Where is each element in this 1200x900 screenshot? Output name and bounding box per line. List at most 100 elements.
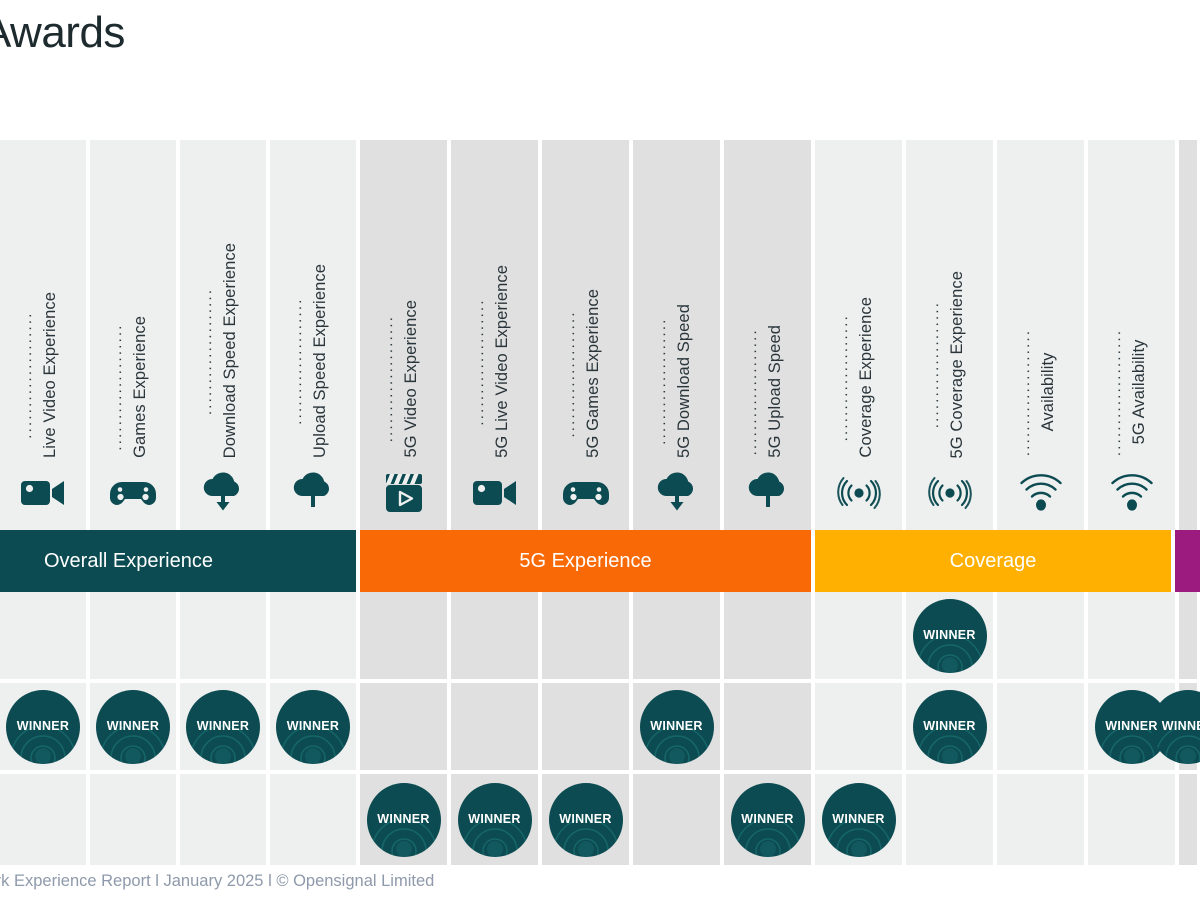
badge-rings-icon bbox=[1098, 724, 1165, 764]
column-header-5g-upload-speed[interactable]: 5G Upload Speed.................... bbox=[724, 140, 815, 530]
wifi-icon bbox=[1019, 474, 1062, 511]
award-cell[interactable] bbox=[724, 683, 815, 774]
winner-badge[interactable]: WINNER bbox=[548, 782, 623, 857]
winner-badge[interactable]: WINNER bbox=[912, 689, 987, 764]
winner-badge-label: WINNER bbox=[106, 719, 160, 734]
award-cell[interactable] bbox=[724, 592, 815, 683]
winner-badge[interactable]: WINNER bbox=[1151, 689, 1200, 764]
column-label-wrap: 5G Live Video Experience................… bbox=[451, 140, 538, 462]
award-cell[interactable] bbox=[997, 683, 1088, 774]
award-cell[interactable]: WINNER bbox=[542, 774, 633, 865]
award-cell[interactable] bbox=[0, 592, 90, 683]
winner-badge[interactable]: WINNER bbox=[912, 598, 987, 673]
column-header-live-video-experience[interactable]: Live Video Experience...................… bbox=[0, 140, 90, 530]
award-cell[interactable] bbox=[815, 592, 906, 683]
award-cell[interactable] bbox=[90, 774, 180, 865]
award-cell[interactable]: WINNER bbox=[180, 683, 270, 774]
award-cell[interactable] bbox=[906, 774, 997, 865]
badge-rings-icon bbox=[552, 817, 619, 857]
category-partial[interactable] bbox=[1175, 530, 1200, 592]
category-overall-experience[interactable]: Overall Experience bbox=[0, 530, 360, 592]
award-cell[interactable]: WINNER bbox=[0, 683, 90, 774]
winner-badge[interactable]: WINNER bbox=[457, 782, 532, 857]
award-cell[interactable] bbox=[270, 592, 360, 683]
video-camera-icon bbox=[472, 481, 516, 505]
column-header-5g-games-experience[interactable]: 5G Games Experience.................... bbox=[542, 140, 633, 530]
award-cell[interactable] bbox=[1179, 592, 1200, 683]
column-header-availability[interactable]: Availability.................... bbox=[997, 140, 1088, 530]
video-camera-icon bbox=[20, 462, 66, 524]
award-cell[interactable] bbox=[270, 774, 360, 865]
cloud-upload-icon bbox=[291, 462, 335, 524]
award-cell[interactable] bbox=[451, 683, 542, 774]
category-label: Overall Experience bbox=[44, 549, 213, 572]
winner-badge[interactable]: WINNER bbox=[639, 689, 714, 764]
column-header-coverage-experience[interactable]: Coverage Experience.................... bbox=[815, 140, 906, 530]
column-label-wrap: 5G Availability.................... bbox=[1088, 140, 1175, 462]
column-label-text: Coverage Experience bbox=[856, 297, 875, 458]
winner-badge[interactable]: WINNER bbox=[821, 782, 896, 857]
award-cell[interactable]: WINNER bbox=[451, 774, 542, 865]
award-row: WINNER WINNER WINNER WINNER WINNER bbox=[0, 774, 1200, 865]
category-5g-experience[interactable]: 5G Experience bbox=[360, 530, 815, 592]
award-cell[interactable] bbox=[180, 592, 270, 683]
award-cell[interactable] bbox=[451, 592, 542, 683]
column-label: 5G Games Experience.................... bbox=[568, 289, 602, 458]
badge-rings-icon bbox=[825, 817, 892, 857]
dotted-leader: .................... bbox=[568, 312, 586, 440]
column-header-5g-availability[interactable]: 5G Availability.................... bbox=[1088, 140, 1179, 530]
winner-badge[interactable]: WINNER bbox=[366, 782, 441, 857]
signal-rings-icon bbox=[927, 462, 973, 524]
award-cell[interactable]: WINNER bbox=[270, 683, 360, 774]
winner-badge[interactable]: WINNER bbox=[730, 782, 805, 857]
award-cell[interactable] bbox=[542, 592, 633, 683]
award-cell[interactable]: WINNER bbox=[1151, 683, 1200, 774]
award-cell[interactable] bbox=[633, 774, 724, 865]
column-header-download-speed-experience[interactable]: Download Speed Experience...............… bbox=[180, 140, 270, 530]
award-cell[interactable] bbox=[0, 774, 90, 865]
winner-badge[interactable]: WINNER bbox=[276, 689, 350, 764]
award-cell[interactable]: WINNER bbox=[633, 683, 724, 774]
column-header-5g-download-speed[interactable]: 5G Download Speed.................... bbox=[633, 140, 724, 530]
winner-badge[interactable]: WINNER bbox=[6, 689, 80, 764]
award-cell[interactable]: WINNER bbox=[906, 683, 997, 774]
award-cell[interactable] bbox=[542, 683, 633, 774]
column-header-5g-live-video-experience[interactable]: 5G Live Video Experience................… bbox=[451, 140, 542, 530]
award-cell[interactable] bbox=[360, 683, 451, 774]
award-cell[interactable] bbox=[997, 774, 1088, 865]
badge-rings-icon bbox=[280, 724, 346, 764]
column-header-5g-coverage-experience[interactable]: 5G Coverage Experience..................… bbox=[906, 140, 997, 530]
column-header-partial[interactable] bbox=[1179, 140, 1200, 530]
award-cell[interactable]: WINNER bbox=[90, 683, 180, 774]
award-cell[interactable] bbox=[1088, 774, 1179, 865]
column-label-wrap: Live Video Experience...................… bbox=[0, 140, 86, 462]
award-cell[interactable] bbox=[360, 592, 451, 683]
award-cell[interactable]: WINNER bbox=[360, 774, 451, 865]
award-cell[interactable] bbox=[90, 592, 180, 683]
column-header-games-experience[interactable]: Games Experience.................... bbox=[90, 140, 180, 530]
award-cell[interactable]: WINNER bbox=[815, 774, 906, 865]
award-rows: WINNER WINNER WINNER WINNER WINNER WINNE… bbox=[0, 592, 1200, 865]
column-label: 5G Coverage Experience..................… bbox=[933, 271, 966, 458]
award-cell[interactable]: WINNER bbox=[724, 774, 815, 865]
award-cell[interactable] bbox=[1088, 592, 1179, 683]
signal-rings-icon bbox=[836, 477, 881, 509]
column-header-5g-video-experience[interactable]: 5G Video Experience.................... bbox=[360, 140, 451, 530]
award-cell[interactable] bbox=[997, 592, 1088, 683]
column-header-upload-speed-experience[interactable]: Upload Speed Experience.................… bbox=[270, 140, 360, 530]
award-cell[interactable] bbox=[815, 683, 906, 774]
winner-badge[interactable]: WINNER bbox=[186, 689, 260, 764]
signal-rings-icon bbox=[836, 462, 882, 524]
award-cell[interactable] bbox=[1179, 774, 1200, 865]
category-coverage[interactable]: Coverage bbox=[815, 530, 1175, 592]
column-label-wrap: 5G Games Experience.................... bbox=[542, 140, 629, 462]
cloud-download-icon bbox=[657, 472, 693, 511]
winner-badge-label: WINNER bbox=[559, 812, 612, 827]
column-label-text: 5G Live Video Experience bbox=[492, 265, 511, 458]
award-cell[interactable]: WINNER bbox=[906, 592, 997, 683]
award-cell[interactable] bbox=[180, 774, 270, 865]
winner-badge[interactable]: WINNER bbox=[96, 689, 170, 764]
column-label: 5G Live Video Experience................… bbox=[478, 265, 511, 458]
award-cell[interactable] bbox=[633, 592, 724, 683]
